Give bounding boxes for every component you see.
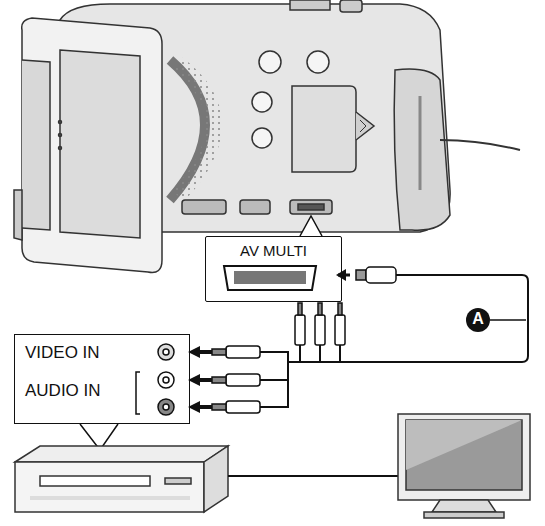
callout-box: VIDEO IN AUDIO IN bbox=[14, 334, 190, 424]
vcr-tv-cable bbox=[228, 475, 400, 477]
rca-plugs-vcr bbox=[212, 346, 260, 413]
node-label: VIDEO IN bbox=[25, 343, 100, 363]
insert-arrows bbox=[188, 346, 212, 413]
callout-box: AV MULTI bbox=[205, 236, 342, 302]
vcr bbox=[15, 446, 228, 512]
node-label: A bbox=[466, 310, 490, 328]
arrowhead bbox=[336, 269, 346, 281]
bracket bbox=[136, 372, 140, 414]
rca-cables bbox=[260, 352, 300, 407]
av-multi-port bbox=[224, 266, 316, 290]
callout-pointer bbox=[300, 216, 322, 236]
leader-line bbox=[490, 319, 526, 321]
node-label: AV MULTI bbox=[206, 242, 341, 259]
input-jacks bbox=[158, 344, 174, 415]
television bbox=[398, 414, 530, 518]
callout-letter: A bbox=[466, 308, 490, 332]
camcorder bbox=[14, 0, 520, 273]
node-label: AUDIO IN bbox=[25, 381, 101, 401]
rca-plugs bbox=[295, 303, 345, 362]
av-cable bbox=[340, 275, 528, 362]
av-plug bbox=[356, 267, 396, 283]
